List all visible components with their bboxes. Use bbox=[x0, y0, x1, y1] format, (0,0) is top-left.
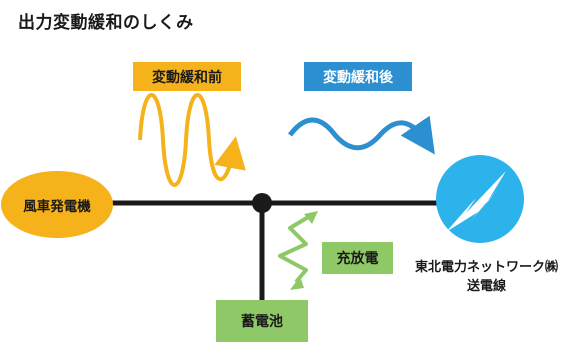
page-title: 出力変動緩和のしくみ bbox=[18, 13, 194, 33]
battery-node: 蓄電池 bbox=[216, 300, 308, 342]
wind-generator-node: 風車発電機 bbox=[1, 171, 113, 238]
lightning-bolt-icon bbox=[446, 171, 506, 232]
grid-company-label: 東北電力ネットワーク㈱ 送電線 bbox=[404, 258, 569, 296]
grid-company-name: 東北電力ネットワーク㈱ bbox=[414, 260, 558, 275]
discharge-arrowhead-down bbox=[290, 276, 304, 290]
charge-discharge-arrow bbox=[278, 214, 312, 284]
charge-arrowhead-up bbox=[304, 211, 318, 224]
charge-discharge-label: 充放電 bbox=[322, 242, 393, 274]
fluctuating-wave bbox=[138, 93, 246, 187]
junction-node bbox=[252, 193, 272, 213]
before-mitigation-label: 変動緩和前 bbox=[133, 62, 241, 91]
after-mitigation-label: 変動緩和後 bbox=[304, 62, 412, 91]
smoothed-wave bbox=[288, 115, 435, 155]
transmission-line-label: 送電線 bbox=[466, 279, 506, 294]
